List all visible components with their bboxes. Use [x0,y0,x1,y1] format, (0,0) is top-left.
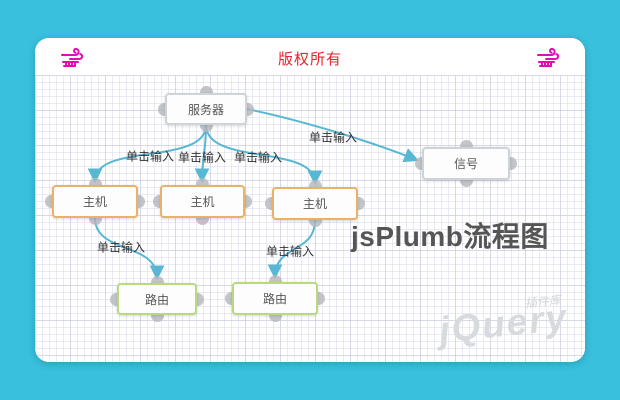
node-label: 主机 [302,197,327,211]
card-header: 版权所有 [35,38,585,75]
node-host-3[interactable]: 主机 [265,180,365,227]
wind-icon [537,47,560,67]
node-label: 路由 [144,292,169,307]
node-router-1[interactable]: 路由 [110,276,204,322]
connection-label[interactable]: 单击输入 [233,150,283,165]
copyright-title: 版权所有 [277,51,342,68]
node-label: 主机 [82,195,107,209]
wind-icon [61,47,84,67]
connection-label[interactable]: 单击输入 [125,149,175,164]
node-signal[interactable]: 信号 [415,140,517,187]
page-title: jsPlumb流程图 [351,221,549,252]
connection-label[interactable]: 单击输入 [177,150,227,165]
node-label: 服务器 [187,102,224,117]
flowchart-canvas[interactable]: 服务器 信号 主机 主机 主机 路由 [35,75,585,362]
node-server[interactable]: 服务器 [158,86,254,132]
connection-label[interactable]: 单击输入 [308,130,358,145]
node-host-2[interactable]: 主机 [153,178,252,225]
node-label: 主机 [190,195,215,209]
node-router-2[interactable]: 路由 [225,275,325,322]
node-label: 信号 [453,157,478,171]
connection-label[interactable]: 单击输入 [96,240,146,255]
jquery-plugin-watermark: 插件库 jQuery [437,293,570,351]
node-host-1[interactable]: 主机 [45,178,145,225]
node-label: 路由 [262,292,287,306]
demo-card: 版权所有 [35,38,585,362]
connection-label[interactable]: 单击输入 [265,244,315,259]
